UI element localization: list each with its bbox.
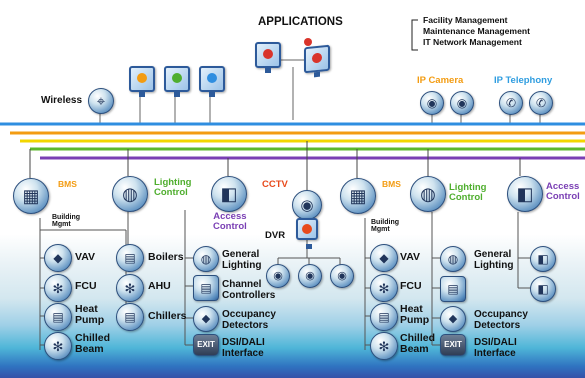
- fcu-fan-icon: ✻: [44, 274, 72, 302]
- bms-label: BMS: [58, 179, 77, 189]
- app-dot-icon: [312, 52, 322, 64]
- cctv-camera-icon: ◉: [330, 264, 354, 288]
- boilers-icon: ▤: [116, 244, 144, 272]
- ahu-label: AHU: [148, 280, 171, 292]
- chilled-beam-icon: ✻: [44, 332, 72, 360]
- chilled-beam-label-right: Chilled Beam: [400, 332, 436, 356]
- wireless-antenna-icon: ⌖: [88, 88, 114, 114]
- ip-camera-label: IP Camera: [417, 75, 464, 86]
- channel-controller-icon-right: ▤: [440, 276, 466, 302]
- lighting-control-label-right: Lighting Control: [449, 182, 487, 203]
- channel-controller-icon: ▤: [193, 275, 219, 301]
- fcu-label-right: FCU: [400, 280, 422, 292]
- applications-bracket: [411, 19, 418, 51]
- channel-controllers-label: Channel Controllers: [222, 279, 276, 301]
- workstation-monitor-3: [199, 66, 225, 97]
- heat-pump-label-right: Heat Pump: [400, 303, 430, 327]
- access-control-label: Access Control: [213, 211, 247, 232]
- heat-pump-icon: ▤: [44, 303, 72, 331]
- lighting-control-icon: ◍: [112, 176, 148, 212]
- vav-label-right: VAV: [400, 251, 421, 263]
- heat-pump-icon-right: ▤: [370, 303, 398, 331]
- chilled-beam-icon-right: ✻: [370, 332, 398, 360]
- lighting-control-icon-right: ◍: [410, 176, 446, 212]
- ip-phone-icon: ✆: [499, 91, 523, 115]
- application-monitor-2: [304, 44, 330, 74]
- access-reader-icon: ◧: [530, 276, 556, 302]
- lighting-control-label: Lighting Control: [154, 177, 192, 198]
- applications-title: APPLICATIONS: [258, 16, 343, 28]
- app-facility-management: Facility Management: [423, 15, 508, 25]
- access-control-label-right: Access Control: [546, 181, 580, 202]
- occupancy-detectors-label: Occupancy Detectors: [222, 309, 276, 331]
- dsi-dali-label: DSI/DALI Interface: [222, 337, 265, 359]
- app-dot-icon: [263, 49, 273, 59]
- vav-icon-right: ◆: [370, 244, 398, 272]
- ip-camera-icon: ◉: [420, 91, 444, 115]
- cctv-camera-icon: ◉: [292, 190, 322, 220]
- cctv-camera-icon: ◉: [298, 264, 322, 288]
- general-lighting-icon: ◍: [193, 246, 219, 272]
- access-reader-icon: ◧: [530, 246, 556, 272]
- building-mgmt-label-right: Building Mgmt: [371, 219, 399, 234]
- dvr-label: DVR: [265, 230, 286, 241]
- exit-sign-icon: EXIT: [193, 334, 219, 356]
- application-monitor-1: [255, 42, 281, 73]
- ip-phone-icon: ✆: [529, 91, 553, 115]
- app-indicator-icon: [304, 38, 312, 46]
- status-dot-icon: [207, 73, 217, 83]
- bms-building-icon: ▦: [13, 178, 49, 214]
- fcu-label: FCU: [75, 280, 97, 292]
- occupancy-detector-icon-right: ◆: [440, 306, 466, 332]
- dvr-monitor-icon: [296, 218, 318, 249]
- heat-pump-label: Heat Pump: [75, 303, 105, 327]
- general-lighting-label-right: General Lighting: [474, 249, 514, 271]
- app-maintenance-management: Maintenance Management: [423, 26, 530, 36]
- status-dot-icon: [137, 73, 147, 83]
- chilled-beam-label: Chilled Beam: [75, 332, 111, 356]
- ip-camera-icon: ◉: [450, 91, 474, 115]
- occupancy-detectors-label-right: Occupancy Detectors: [474, 309, 528, 331]
- cctv-label: CCTV: [262, 179, 288, 190]
- workstation-monitor-1: [129, 66, 155, 97]
- access-control-icon-right: ◧: [507, 176, 543, 212]
- status-dot-icon: [172, 73, 182, 83]
- vav-label: VAV: [75, 251, 96, 263]
- occupancy-detector-icon: ◆: [193, 306, 219, 332]
- chillers-icon: ▤: [116, 303, 144, 331]
- general-lighting-icon-right: ◍: [440, 246, 466, 272]
- dvr-dot-icon: [302, 224, 312, 234]
- building-mgmt-label: Building Mgmt: [52, 214, 80, 229]
- ahu-icon: ✻: [116, 274, 144, 302]
- cctv-camera-icon: ◉: [266, 264, 290, 288]
- dsi-dali-label-right: DSI/DALI Interface: [474, 337, 517, 359]
- general-lighting-label: General Lighting: [222, 249, 262, 271]
- vav-icon: ◆: [44, 244, 72, 272]
- exit-sign-icon-right: EXIT: [440, 334, 466, 356]
- app-it-network-management: IT Network Management: [423, 37, 522, 47]
- wireless-label: Wireless: [41, 95, 83, 106]
- bms-label-right: BMS: [382, 179, 401, 189]
- access-control-icon: ◧: [211, 176, 247, 212]
- chillers-label: Chillers: [148, 310, 187, 322]
- boilers-label: Boilers: [148, 251, 184, 263]
- fcu-fan-icon-right: ✻: [370, 274, 398, 302]
- workstation-monitor-2: [164, 66, 190, 97]
- ip-telephony-label: IP Telephony: [494, 75, 553, 86]
- bms-building-icon-right: ▦: [340, 178, 376, 214]
